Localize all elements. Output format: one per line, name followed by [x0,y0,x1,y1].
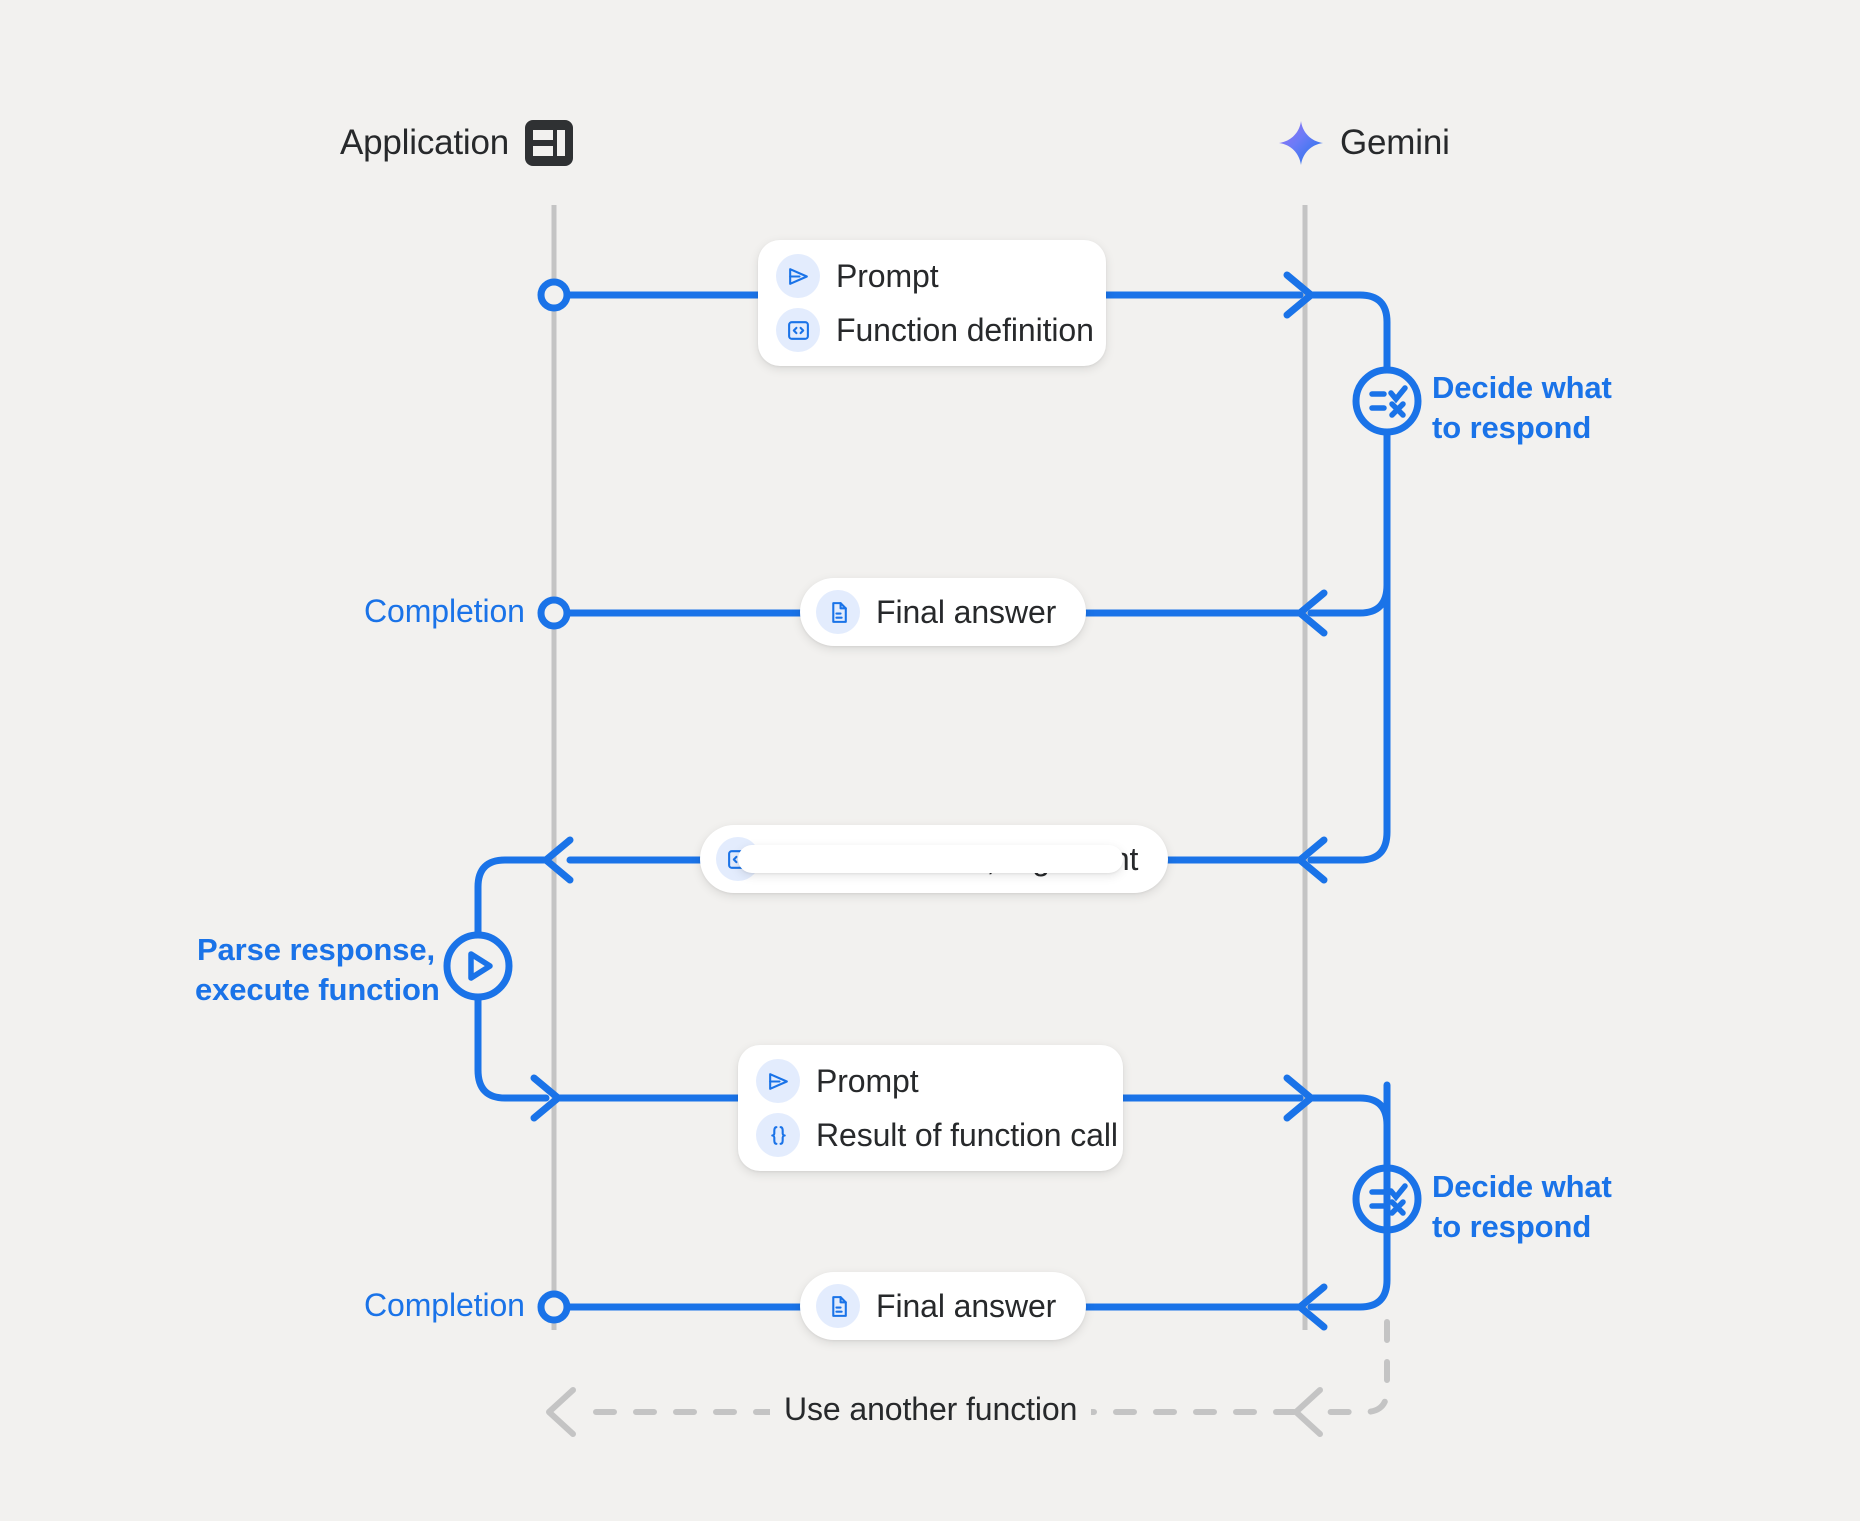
card-row: Result of function call [756,1113,1118,1157]
card-row: Prompt [756,1059,1093,1103]
annotation-decide-1-line1: Decide what [1432,370,1612,405]
send-prompt-icon [776,254,820,298]
card-row: Final answer [816,1284,1056,1328]
card-row: Final answer [816,590,1056,634]
annotation-parse-line2: execute function [195,971,440,1007]
annotation-decide-1: Decide what to respond [1432,368,1612,447]
message-card-final-answer-1[interactable]: Final answer [800,578,1087,646]
card-row-label: Function definition [836,311,1094,348]
annotation-decide-2-line1: Decide what [1432,1169,1612,1204]
annotation-parse-line1: Parse response, [196,932,435,967]
message-card-prompt-result[interactable] [738,845,1123,873]
arrow-final-answer-2 [1383,1081,1391,1234]
app-layout-icon [525,120,574,166]
message-card-prompt-result-of-function-call[interactable]: Prompt Result of function call [738,1045,1123,1171]
decision-node-1 [1352,366,1422,436]
actor-gemini: Gemini [1278,120,1450,166]
label-completion-1: Completion [364,593,525,629]
endpoint-dot-completion-2 [537,1290,571,1324]
annotation-decide-1-line2: to respond [1432,409,1592,445]
actor-gemini-label: Gemini [1340,123,1450,162]
send-prompt-icon [756,1059,800,1103]
actor-application-label: Application [340,123,510,162]
document-icon [816,590,860,634]
card-row-label: Final answer [876,1287,1057,1324]
message-card-prompt-function-definition[interactable]: Prompt Function definition [758,240,1106,366]
card-row-label: Result of function call [816,1116,1118,1153]
loop-arrowheads [546,1387,1323,1437]
card-row: Function definition [776,308,1094,352]
gemini-sparkle-icon [1278,120,1324,166]
label-completion-2: Completion [364,1287,525,1323]
curly-braces-icon [756,1113,800,1157]
label-use-another-function: Use another function [770,1391,1092,1428]
annotation-decide-2-line2: to respond [1432,1208,1592,1244]
annotation-decide-2: Decide what to respond [1432,1167,1612,1246]
card-row-label: Prompt [836,257,939,294]
card-row: Prompt [776,254,1076,298]
annotation-parse-execute: Parse response, execute function [195,930,440,1009]
document-icon [816,1284,860,1328]
parse-execute-node [443,931,513,1001]
origin-dot-prompt [537,278,571,312]
endpoint-dot-completion-1 [537,596,571,630]
card-row-label: Prompt [816,1062,919,1099]
card-row-label: Final answer [876,593,1057,630]
code-brackets-icon [776,308,820,352]
message-card-final-answer-2[interactable]: Final answer [800,1272,1087,1340]
actor-application: Application [340,120,574,166]
